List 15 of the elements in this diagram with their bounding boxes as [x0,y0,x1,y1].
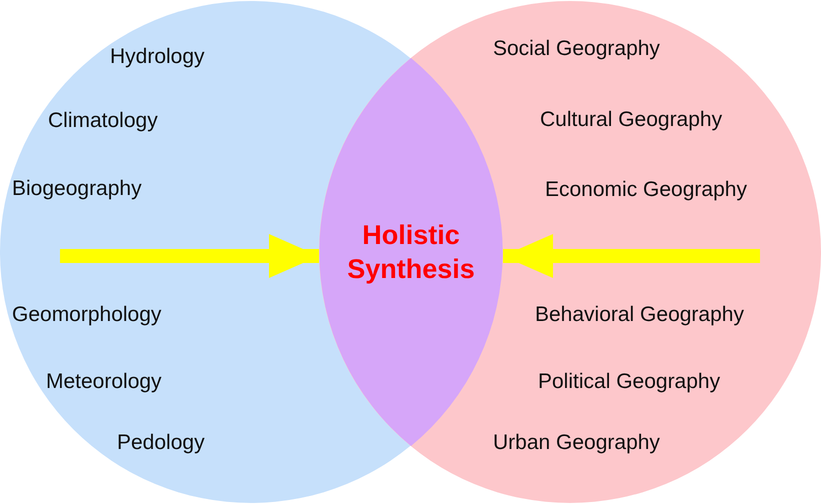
discipline-label: Climatology [48,109,158,133]
center-label: Holistic Synthesis [346,219,476,286]
discipline-label: Cultural Geography [540,108,722,132]
discipline-label: Meteorology [46,370,162,394]
discipline-label: Economic Geography [545,178,747,202]
discipline-label: Urban Geography [493,431,660,455]
discipline-label: Political Geography [538,370,720,394]
arrow [60,234,319,278]
arrow [503,234,760,278]
discipline-label: Behavioral Geography [535,303,744,327]
discipline-label: Biogeography [12,177,142,201]
discipline-label: Social Geography [493,37,660,61]
discipline-label: Geomorphology [12,303,162,327]
discipline-label: Hydrology [110,45,205,69]
discipline-label: Pedology [117,431,205,455]
